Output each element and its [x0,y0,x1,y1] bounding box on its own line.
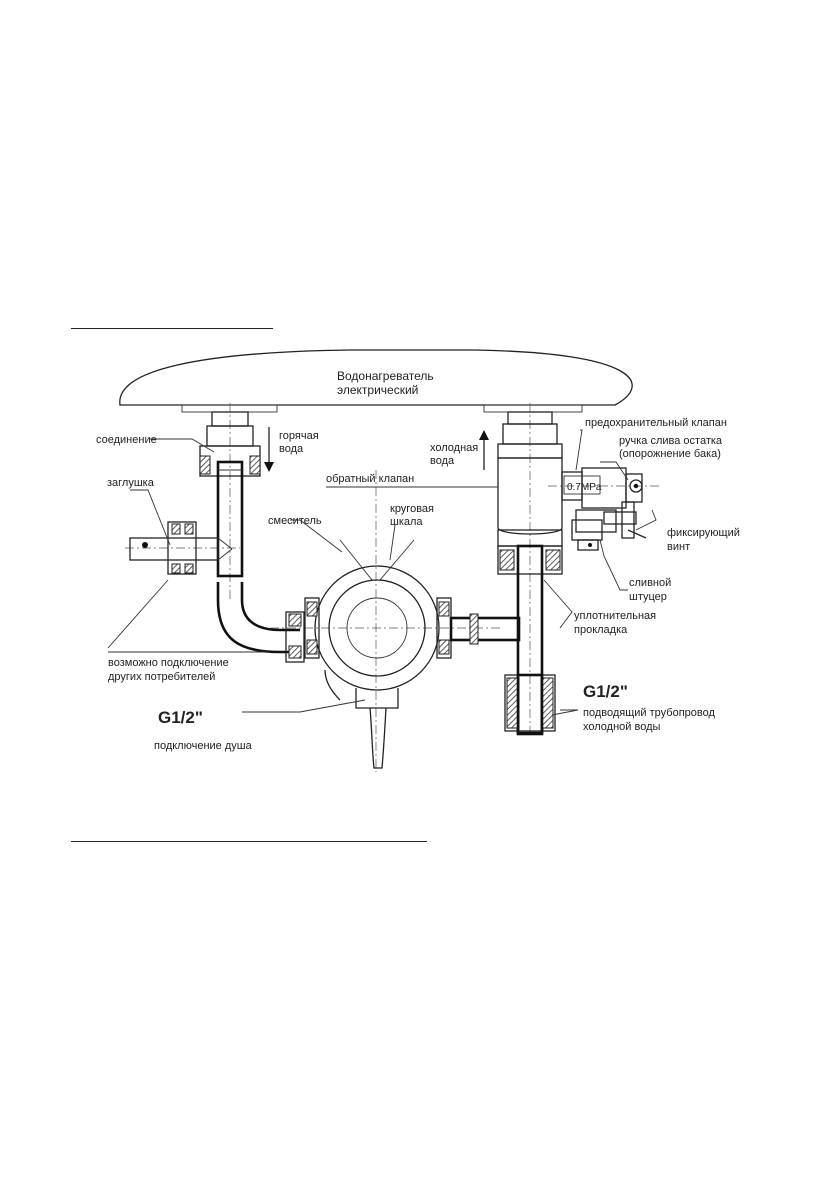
label-gasket-line1: уплотнительная [574,610,656,622]
leader-lines [107,429,657,716]
label-cold-water-line1: холодная [430,442,478,454]
label-other-consumers-line2: других потребителей [108,671,215,683]
label-drain-handle-line2: (опорожнение бака) [619,448,721,460]
label-dial-line2: шкала [390,516,423,528]
label-dial-line1: круговая [390,503,434,515]
label-drain-fitting-line1: сливной [629,577,671,589]
label-hot-water-line2: вода [279,443,304,455]
label-pressure-tag: 0.7MPa [567,482,602,493]
label-safety-valve: предохранительный клапан [585,417,727,429]
label-mixer: смеситель [268,515,322,527]
safety-valve [561,467,647,551]
cold-water-pipe-to-mixer [449,613,521,645]
label-plug: заглушка [107,477,155,489]
heater-title-line1: Водонагреватель [337,369,434,383]
label-supply-pipe-line1: подводящий трубопровод [583,707,715,719]
label-drain-fitting-line2: штуцер [629,591,667,603]
label-shower-connection: подключение душа [154,740,253,752]
label-check-valve: обратный клапан [326,473,414,485]
heater-title-line2: электрический [337,383,418,397]
mixer-body [304,539,452,769]
label-other-consumers-line1: возможно подключение [108,657,229,669]
label-hot-water-line1: горячая [279,430,319,442]
label-gasket-line2: прокладка [574,624,628,636]
label-drain-handle-line1: ручка слива остатка [619,435,723,447]
cold-water-valve-group [497,411,563,736]
top-divider-line [71,328,273,329]
diagram-labels: Водонагреватель электрический соединение… [96,369,740,752]
label-thread-right: G1/2" [583,682,628,701]
label-supply-pipe-line2: холодной воды [583,721,660,733]
flow-arrows [264,427,489,472]
hot-water-connection [199,411,261,578]
label-cold-water-line2: вода [430,455,455,467]
label-fixing-screw-line1: фиксирующий [667,527,740,539]
bottom-divider-line [71,841,427,842]
plug-branch [129,521,233,575]
label-connection: соединение [96,434,157,446]
label-thread-left: G1/2" [158,708,203,727]
label-fixing-screw-line2: винт [667,541,690,553]
hot-water-elbow-pipe [216,582,305,663]
